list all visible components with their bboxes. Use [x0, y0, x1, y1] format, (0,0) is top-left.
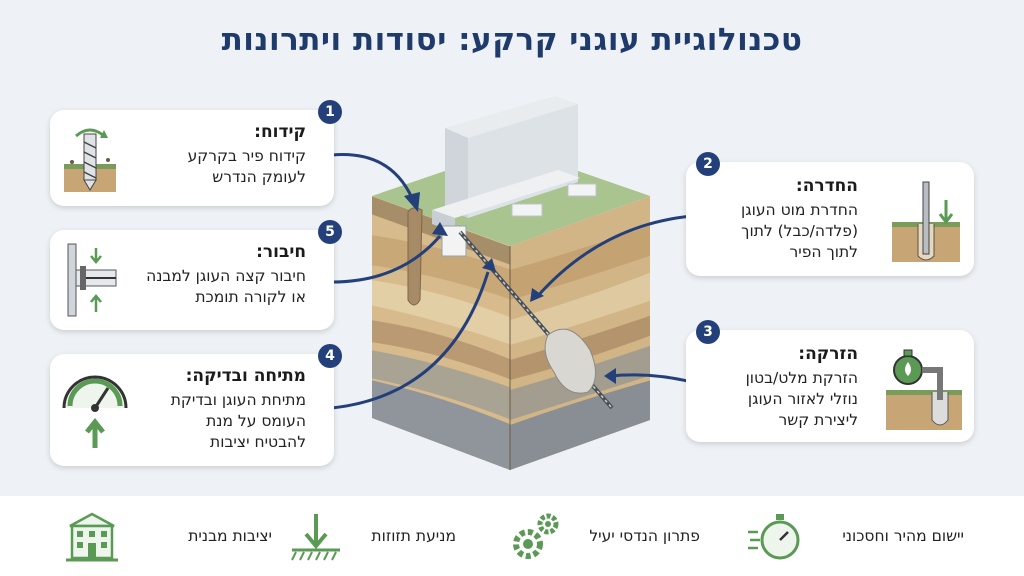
step-text-line: לעומק הנדרש	[212, 168, 306, 186]
connection-icon	[67, 243, 117, 317]
arrow-step3	[609, 373, 693, 384]
anti-movement-icon	[291, 514, 340, 561]
grout-bulb	[544, 328, 596, 394]
step-text-line: להבטיח יציבות	[210, 433, 306, 451]
step-text-line: החדרת מוט העוגן	[741, 201, 858, 219]
step-card-grouting: 3 הזרקה: הזרקת מלט/בטון נוזלי לאזור העוג…	[686, 320, 974, 442]
drill-icon	[64, 128, 116, 192]
benefits-bar	[0, 496, 1024, 576]
step-number-badge: 1	[318, 100, 342, 124]
step-text: החדרת מוט העוגן (פלדה/כבל) לתוך לתוך הפי…	[741, 200, 858, 263]
retaining-wall	[445, 96, 578, 138]
building-icon	[66, 512, 118, 562]
arrow-step2	[534, 214, 693, 299]
step-text-line: (פלדה/כבל) לתוך	[741, 222, 858, 240]
step-text-line: קידוח פיר בקרקע	[187, 147, 306, 165]
step-heading: מתיחה ובדיקה:	[185, 366, 306, 386]
step-heading: חיבור:	[256, 242, 306, 262]
insert-rod-icon	[892, 181, 960, 262]
step-card-connection: 5 חיבור: חיבור קצה העוגן למבנה או לקורה …	[50, 220, 342, 330]
step-text-line: ליצירת קשר	[778, 411, 858, 429]
step-card-insertion: 2 החדרה: החדרת מוט העוגן (פלדה/כבל) לתוך…	[686, 152, 974, 276]
benefit-efficient-solution: פתרון הנדסי יעיל	[508, 510, 708, 566]
step-number-badge: 3	[696, 320, 720, 344]
gauge-icon	[62, 375, 128, 448]
step-heading: קידוח:	[254, 122, 306, 142]
stopwatch-icon	[748, 514, 800, 560]
step-number-badge: 5	[318, 220, 342, 244]
drill-shaft	[407, 207, 423, 306]
step-text: מתיחת העוגן ובדיקת העומס על מנת להבטיח י…	[171, 390, 306, 453]
step-text: קידוח פיר בקרקע לעומק הנדרש	[188, 146, 306, 188]
step-card-drilling: 1 קידוח: קידוח פיר בקרקע לעומק הנדרש	[50, 100, 342, 206]
grout-pump-icon	[886, 349, 962, 430]
step-text-line: חיבור קצה העוגן למבנה	[146, 267, 306, 285]
step-number-badge: 4	[318, 344, 342, 368]
step-text-line: העומס על מנת	[206, 412, 306, 430]
step-text: הזרקת מלט/בטון נוזלי לאזור העוגן ליצירת …	[746, 368, 858, 431]
benefit-structural-stability: יציבות מבנית	[62, 510, 272, 566]
step-text-line: מתיחת העוגן ובדיקת	[170, 391, 306, 409]
step-text: חיבור קצה העוגן למבנה או לקורה תומכת	[146, 266, 306, 308]
step-number-badge: 2	[696, 152, 720, 176]
benefit-label: יציבות מבנית	[188, 527, 272, 545]
gears-icon	[513, 513, 559, 559]
benefit-prevent-movement: מניעת תזוזות	[288, 510, 468, 566]
step-text-line: או לקורה תומכת	[195, 288, 306, 306]
benefit-label: יישום מהיר וחסכוני	[842, 527, 964, 545]
benefit-quick-economical: יישום מהיר וחסכוני	[746, 510, 964, 566]
step-text-line: נוזלי לאזור העוגן	[747, 390, 858, 408]
page-title: טכנולוגיית עוגני קרקע: יסודות ויתרונות	[221, 22, 803, 58]
step-heading: החדרה:	[795, 176, 858, 196]
arrow-step1	[331, 153, 414, 199]
benefit-label: פתרון הנדסי יעיל	[589, 527, 700, 545]
benefit-label: מניעת תזוזות	[371, 527, 456, 545]
step-text-line: לתוך הפיר	[789, 243, 859, 261]
arrow-step4	[331, 271, 490, 410]
step-text-line: הזרקת מלט/בטון	[745, 369, 858, 387]
arrow-step5	[331, 235, 442, 284]
step-card-tensioning: 4 מתיחה ובדיקה: מתיחת העוגן ובדיקת העומס…	[50, 344, 342, 466]
step-heading: הזרקה:	[798, 344, 858, 364]
